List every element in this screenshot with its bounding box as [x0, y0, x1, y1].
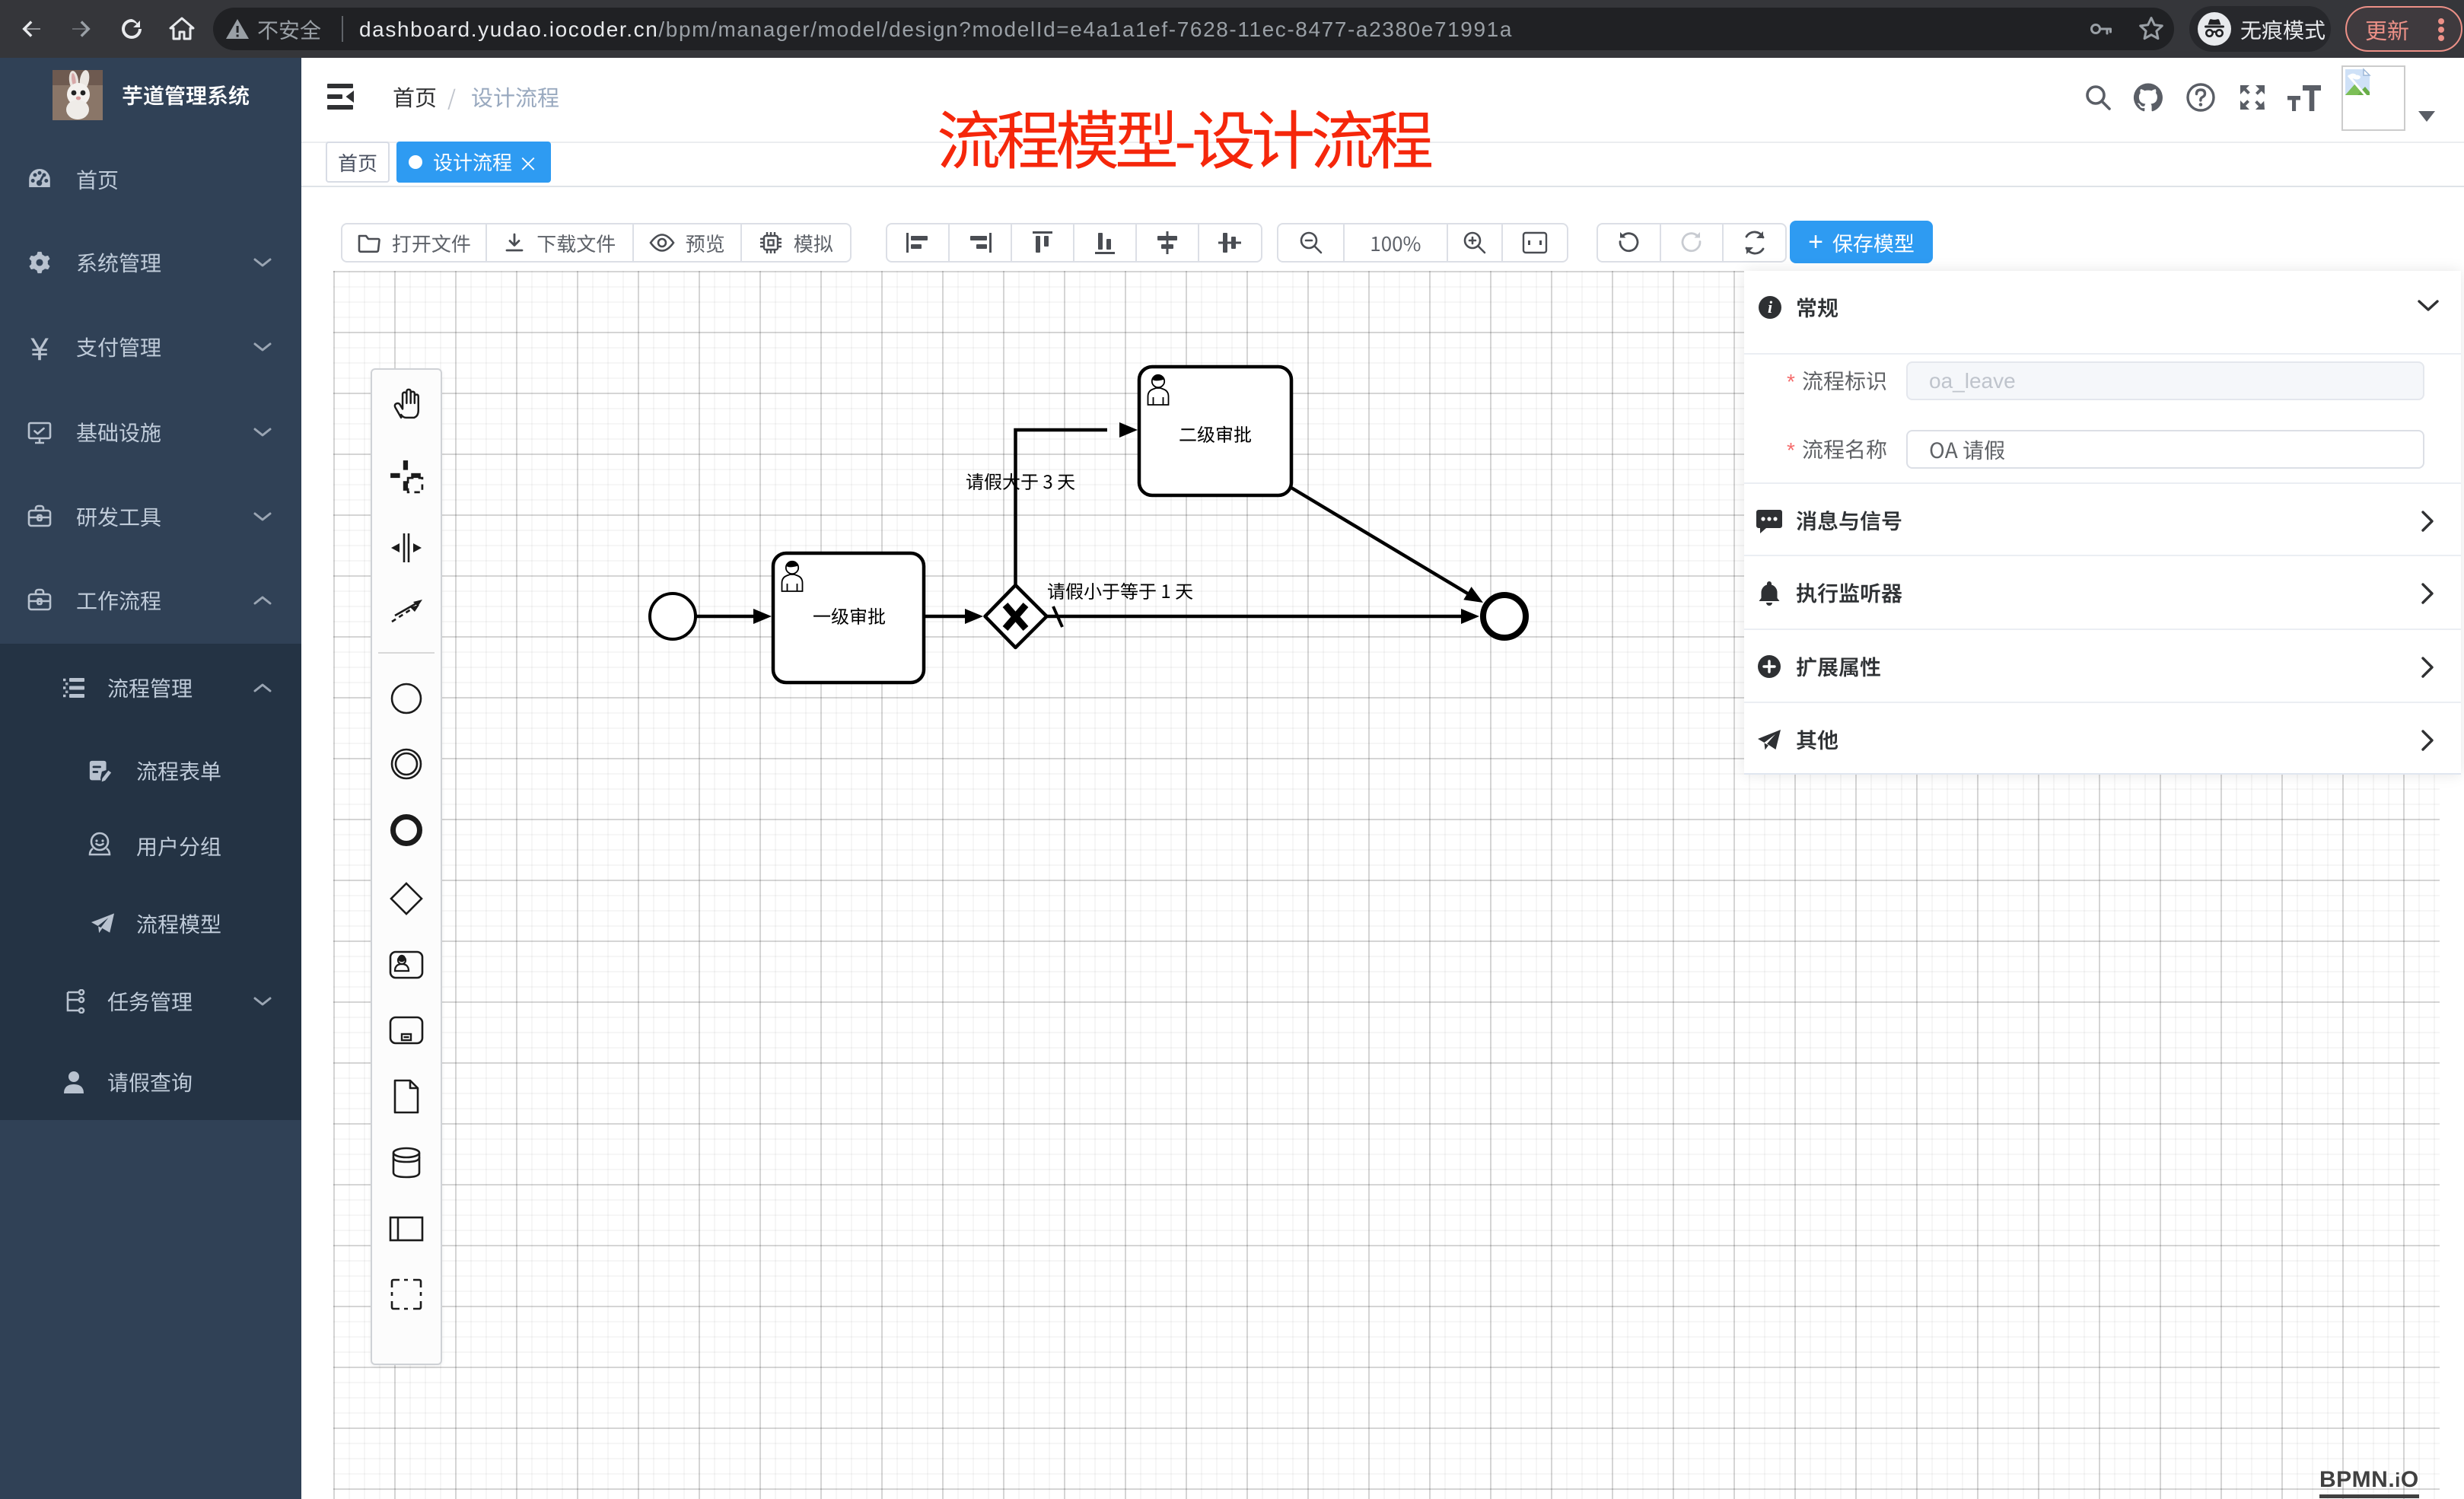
svg-text:i: i	[1768, 298, 1773, 317]
